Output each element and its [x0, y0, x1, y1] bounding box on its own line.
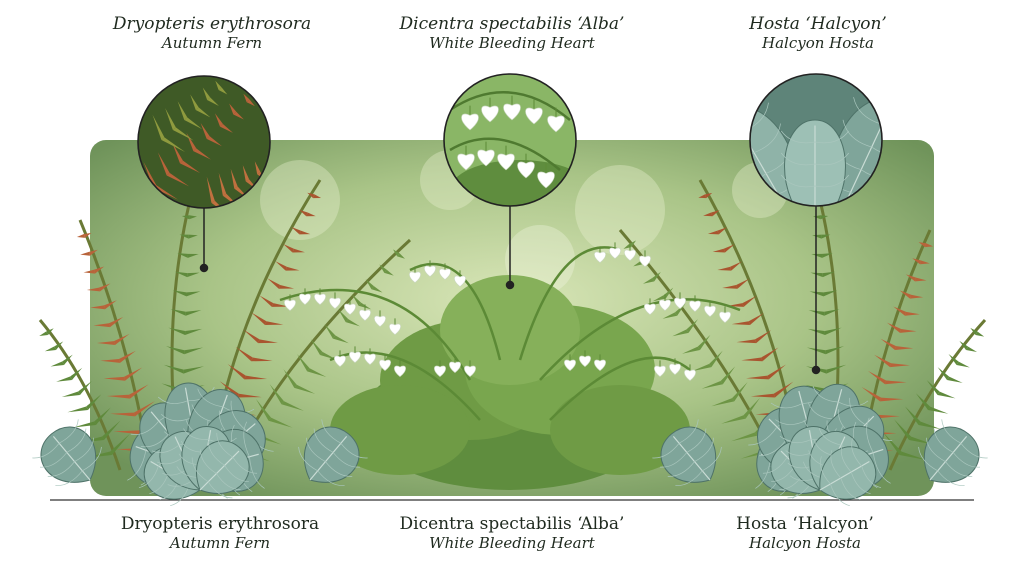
top-label-hosta-common: Halcyon Hosta — [762, 34, 874, 52]
top-label-hosta: Hosta ‘Halcyon’ Halcyon Hosta — [688, 14, 948, 53]
bottom-label-hosta: Hosta ‘Halcyon’ Halcyon Hosta — [655, 514, 955, 553]
top-label-fern: Dryopteris erythrosora Autumn Fern — [82, 14, 342, 53]
hosta-clump-left — [32, 382, 368, 507]
bottom-label-hosta-common: Halcyon Hosta — [749, 534, 861, 552]
leader-lines — [199, 206, 821, 375]
bottom-label-fern-common: Autumn Fern — [169, 534, 271, 552]
top-label-fern-scientific: Dryopteris erythrosora — [112, 14, 312, 34]
bottom-label-hosta-scientific: Hosta ‘Halcyon’ — [736, 514, 874, 534]
top-label-dicentra-scientific: Dicentra spectabilis ‘Alba’ — [399, 14, 625, 34]
top-label-dicentra: Dicentra spectabilis ‘Alba’ White Bleedi… — [382, 14, 642, 53]
bottom-label-dicentra-common: White Bleeding Heart — [429, 534, 595, 552]
bleeding-heart-flowers — [284, 242, 731, 381]
top-label-hosta-scientific: Hosta ‘Halcyon’ — [749, 14, 887, 34]
bottom-label-fern: Dryopteris erythrosora Autumn Fern — [70, 514, 370, 553]
top-label-fern-common: Autumn Fern — [161, 34, 263, 52]
detail-circle-hosta — [749, 73, 883, 207]
bottom-label-fern-scientific: Dryopteris erythrosora — [120, 514, 320, 534]
bottom-label-dicentra: Dicentra spectabilis ‘Alba’ White Bleedi… — [362, 514, 662, 553]
hosta-clump-right — [652, 383, 988, 507]
top-label-dicentra-common: White Bleeding Heart — [429, 34, 595, 52]
bottom-label-dicentra-scientific: Dicentra spectabilis ‘Alba’ — [399, 514, 625, 534]
detail-circle-fern — [137, 75, 271, 209]
dicentra-foliage — [330, 275, 690, 490]
